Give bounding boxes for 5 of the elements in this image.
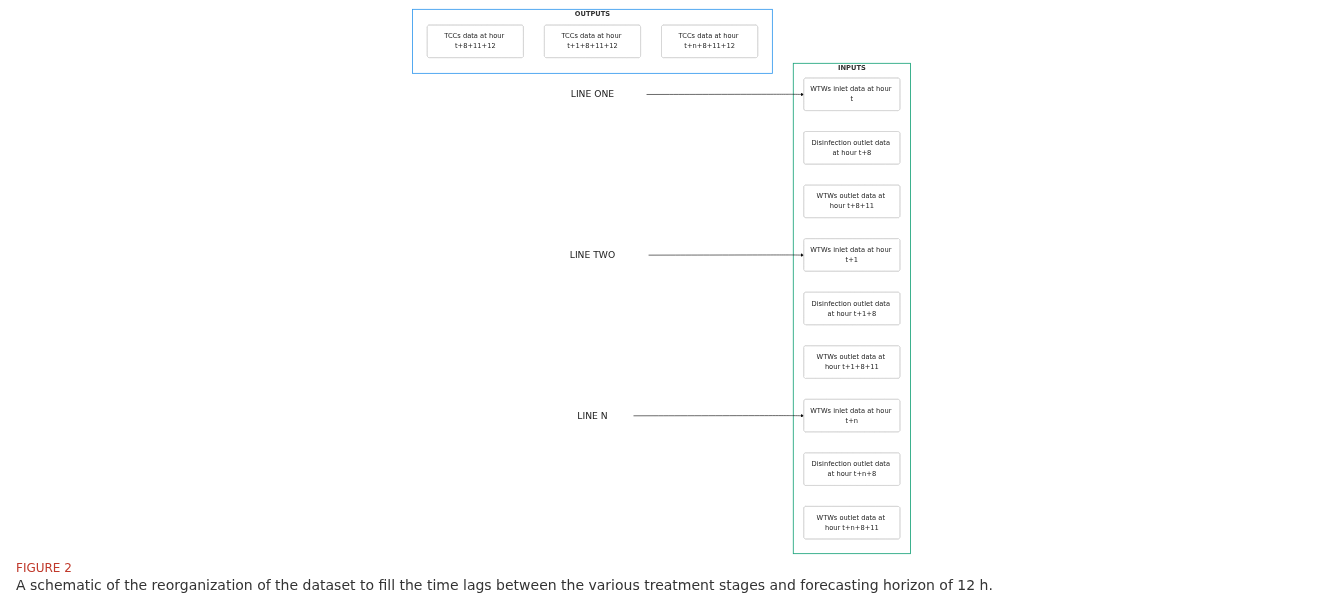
caption: A schematic of the reorganization of the dataset to fill the time lags between the various treatment stages and forecasting horizon of 12 h. [16, 577, 994, 593]
node-text: LINE TWO [569, 249, 616, 261]
node-text: LINE ONE [570, 89, 615, 100]
node-text: LINE N [577, 410, 608, 421]
figure-number: FIGURE 2 [16, 561, 73, 575]
